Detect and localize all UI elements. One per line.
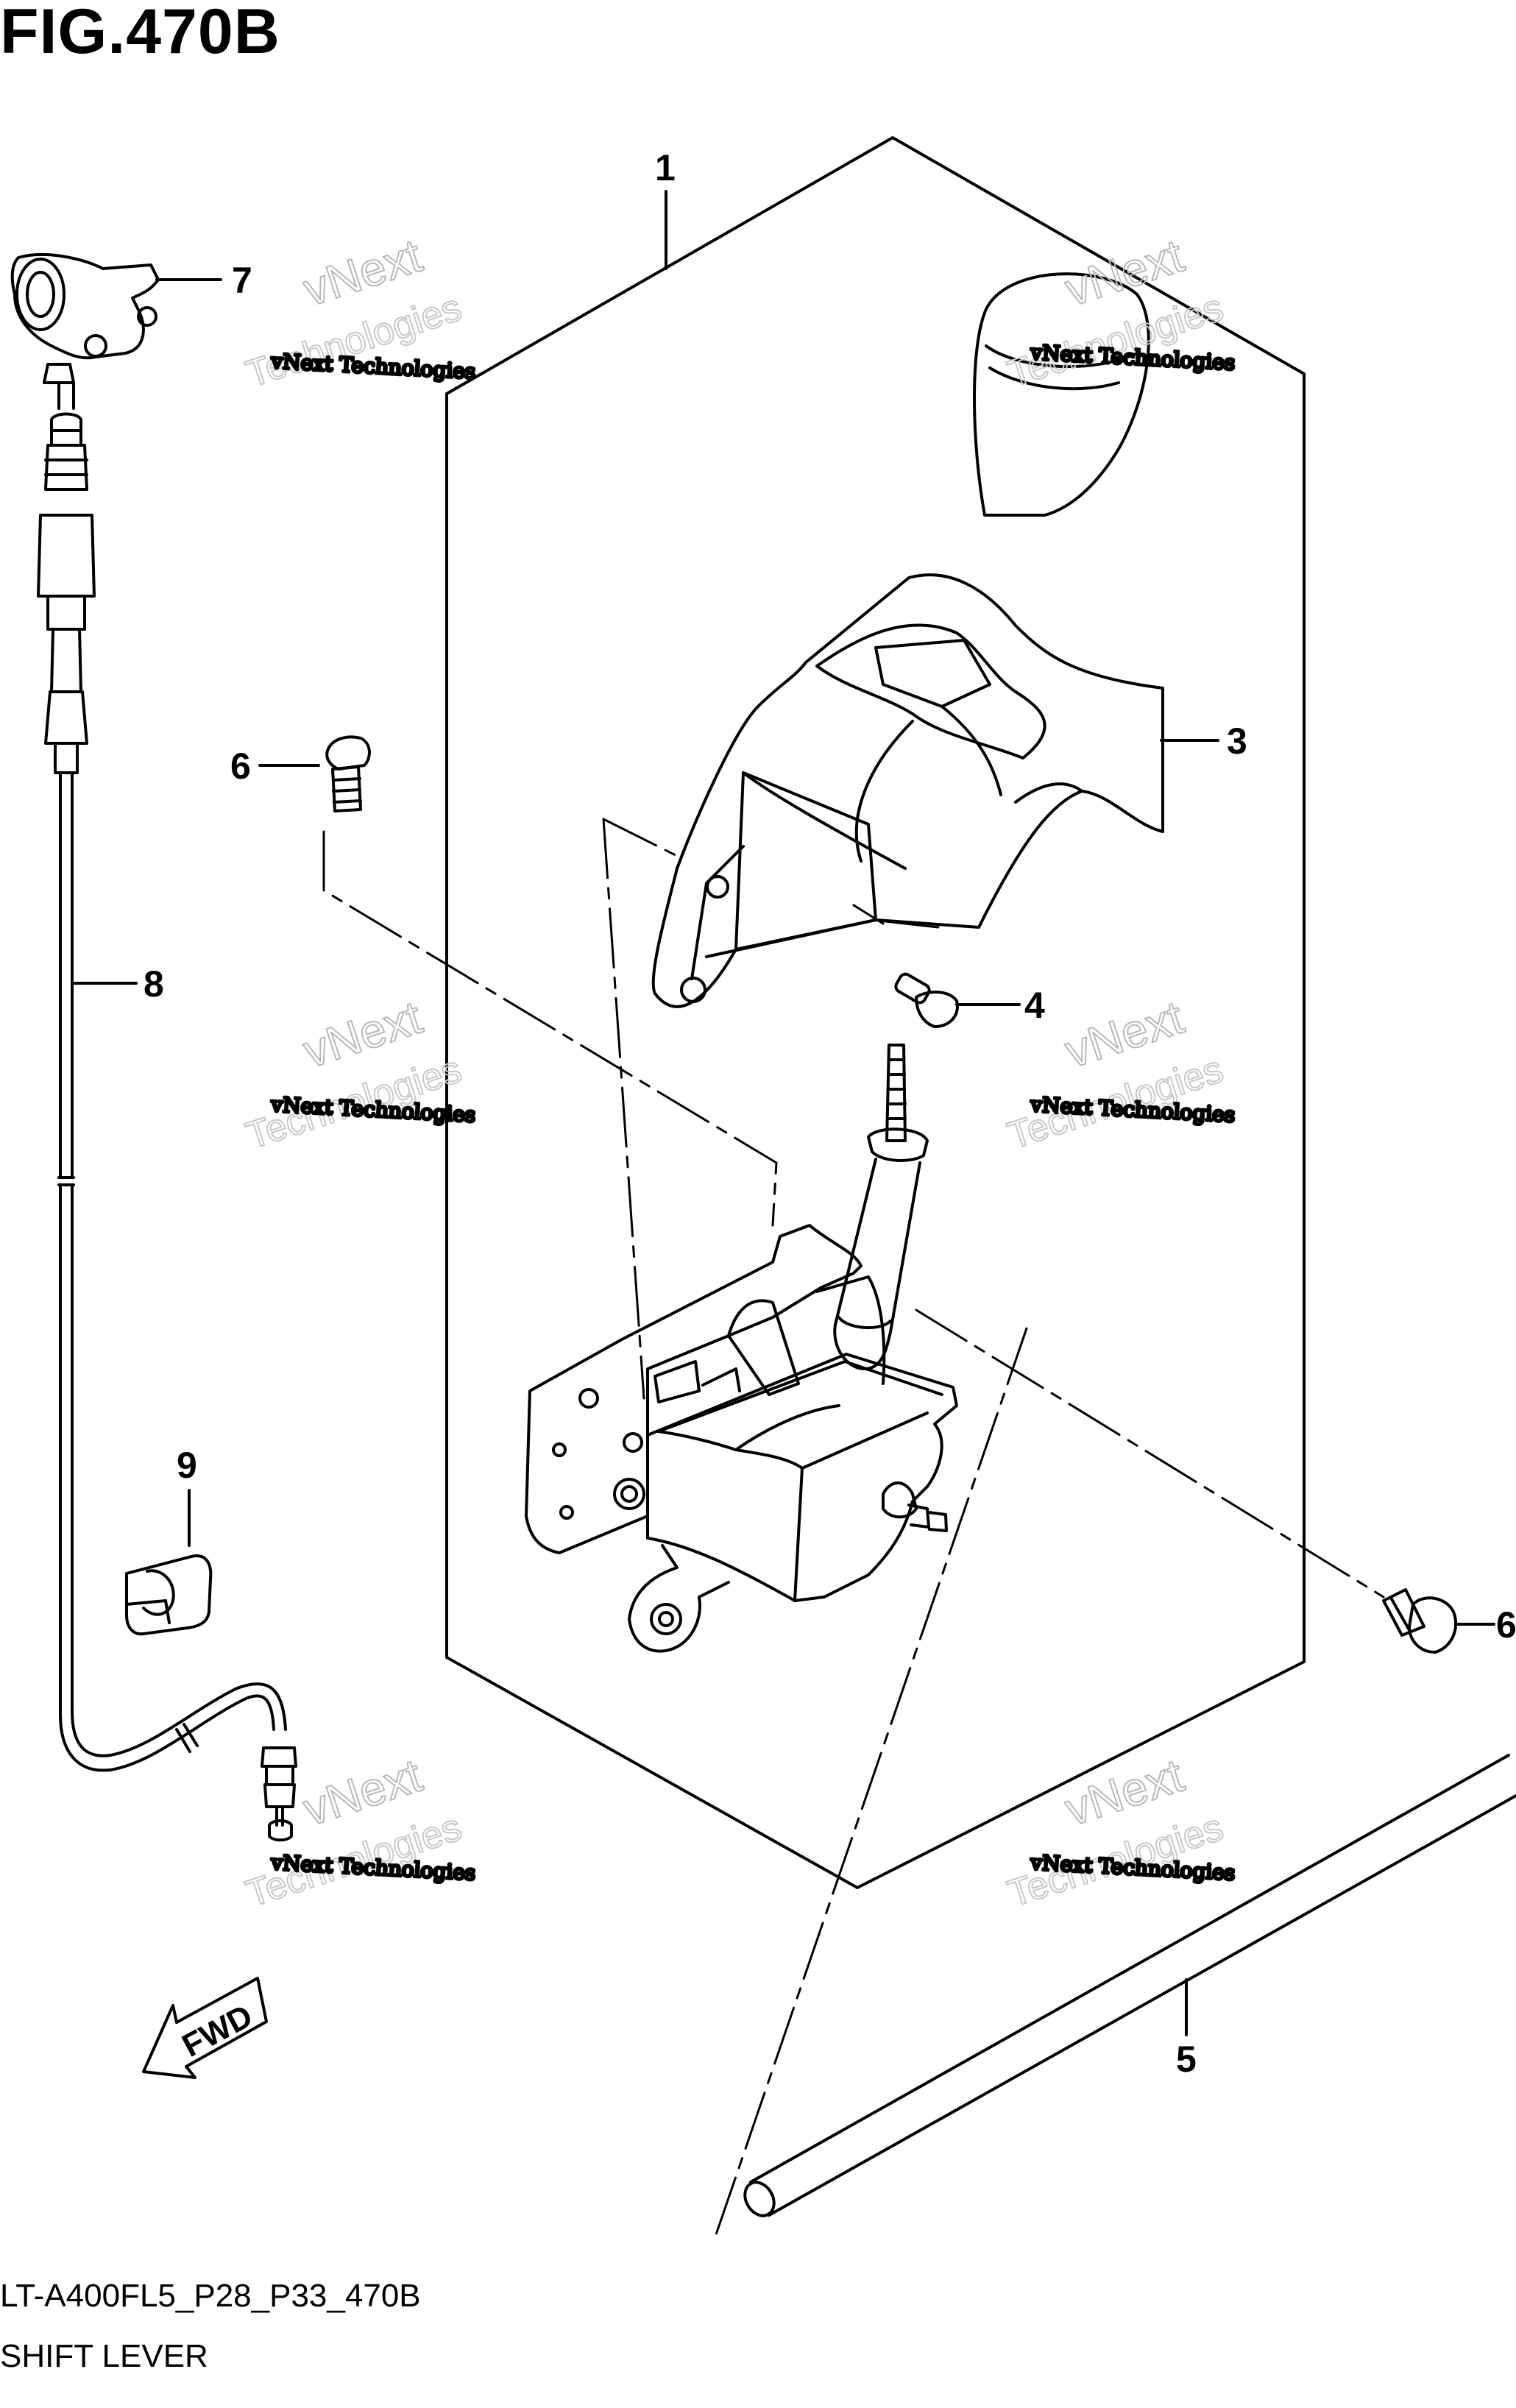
callout-6-right: 6 <box>1496 1604 1516 1646</box>
callout-labels: 1 3 4 5 6 6 7 8 9 <box>144 147 1516 2080</box>
bolt-4 <box>894 972 1021 1028</box>
rod <box>743 1754 1516 2217</box>
shift-base-bracket <box>525 1224 958 1653</box>
figure-title: FIG.470B <box>0 0 280 67</box>
callout-8: 8 <box>144 963 164 1005</box>
callout-4: 4 <box>1024 985 1045 1026</box>
watermark-c: vNext Technologies <box>240 990 467 1158</box>
watermark-e: vNext Technologies <box>240 1748 467 1916</box>
callout-7: 7 <box>232 260 252 301</box>
watermarks: vNext Technologies vNext Technologies vN… <box>240 228 1237 1916</box>
boot-cover <box>651 573 1164 1008</box>
figure-name: SHIFT LEVER <box>0 2338 208 2374</box>
cable-clamp <box>10 252 222 384</box>
callout-3: 3 <box>1227 720 1247 762</box>
model-code: LT-A400FL5_P28_P33_470B <box>0 2278 421 2314</box>
cable-clip <box>125 1489 213 1636</box>
shift-knob <box>973 272 1150 517</box>
fwd-arrow: FWD <box>142 1977 268 2079</box>
callout-6-top: 6 <box>230 746 251 787</box>
shift-cable <box>37 381 297 1842</box>
callout-1: 1 <box>655 147 676 188</box>
callout-5: 5 <box>1176 2039 1197 2080</box>
callout-9: 9 <box>177 1445 197 1486</box>
fwd-label: FWD <box>177 1998 258 2064</box>
guide-lines <box>322 818 1385 2242</box>
watermark-f: vNext Technologies <box>1002 1748 1229 1916</box>
watermark-d: vNext Technologies <box>1002 990 1229 1158</box>
assembly-outline <box>445 136 1306 1889</box>
bolt-6-top <box>258 735 371 812</box>
bolt-6-right <box>1382 1588 1495 1654</box>
